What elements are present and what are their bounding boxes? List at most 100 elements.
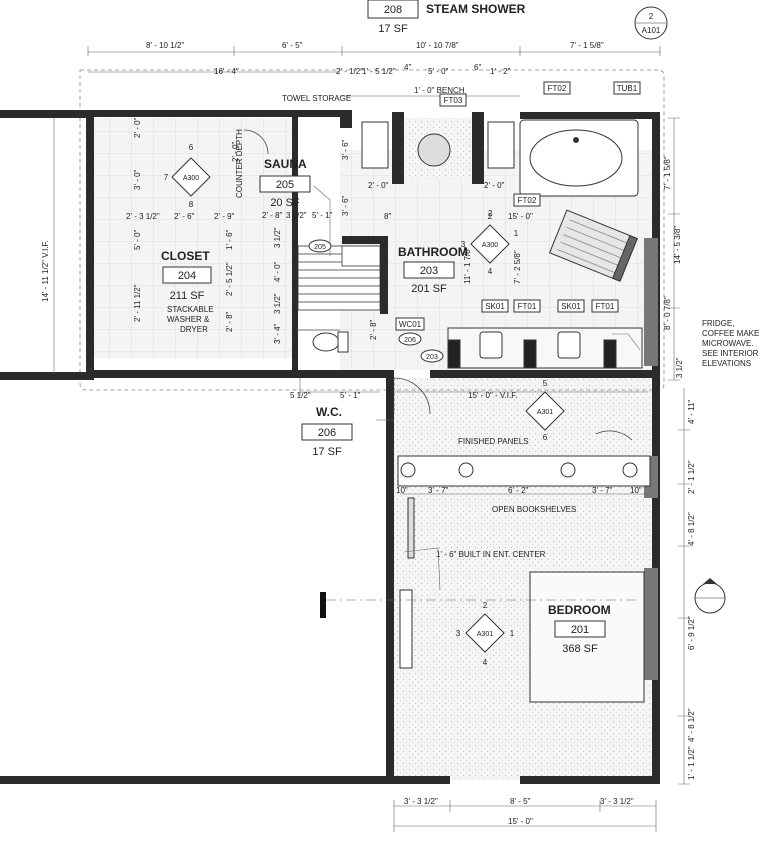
dim-text: 2' - 0" [368, 181, 389, 190]
note-fridge: MICROWAVE. [702, 339, 754, 348]
vif-outline [79, 69, 665, 391]
elevation-number: 6 [543, 433, 548, 442]
dim-text: 8' - 0 7/8" [663, 296, 672, 330]
dim-text: 15' - 0" [508, 817, 533, 826]
note-stackable: STACKABLE [167, 305, 214, 314]
bathroom-number: 203 [420, 265, 438, 277]
dim-text: 2' - 0" [133, 117, 142, 138]
dim-text: 2' - 3 1/2" [126, 212, 160, 221]
tag-box [481, 299, 509, 313]
closet-number-box [162, 266, 212, 284]
sheet-reference-sheet: A101 [642, 26, 661, 35]
dim-text: 6' - 2" [508, 486, 529, 495]
section-cut-bar [320, 592, 326, 618]
dim-text: 2' - 9" [214, 212, 235, 221]
closet-name: CLOSET [161, 249, 210, 263]
dim-text: 10" [630, 486, 642, 495]
note-fridge: FRIDGE, [702, 319, 734, 328]
elevation-number: 7 [164, 173, 169, 182]
dim-text: 3 1/2" [273, 227, 282, 248]
dim-text: 14' - 5 3/8" [673, 226, 682, 264]
sauna-number: 205 [276, 179, 294, 191]
dim-text: 3' - 0" [133, 169, 142, 190]
note-vif-left: 14' - 11 1/2" V.I.F. [41, 240, 50, 302]
dim-text: 5' - 1" [340, 391, 361, 400]
elevation-number: 6 [189, 143, 194, 152]
sauna-bench [297, 245, 381, 311]
elevation-number: 2 [488, 212, 493, 221]
dim-text: 11' - 1 7/8" [463, 246, 472, 284]
tag-ft01: FT01 [518, 302, 537, 311]
dim-text: 7' - 1 5/8" [570, 41, 604, 50]
dim-text: 1' - 6" [225, 229, 234, 250]
elevation-marker-a300-closet: A300 6 7 8 [164, 143, 211, 209]
door-tag-outline [398, 332, 422, 346]
tag-box [439, 93, 467, 107]
wc-number: 206 [318, 427, 336, 439]
dim-text: 5' - 0" [133, 229, 142, 250]
note-counter-depth: COUNTER DEPTH [235, 129, 244, 198]
note-stackable: DRYER [180, 325, 208, 334]
dim-text: 8' - 5" [510, 797, 531, 806]
tag-ft01: FT01 [596, 302, 615, 311]
bathroom-name: BATHROOM [398, 245, 468, 259]
elevation-number: 3 [461, 240, 466, 249]
tag-box [513, 299, 541, 313]
dim-text: 2' - 0" [231, 141, 240, 162]
elevation-sheet-label: A300 [482, 242, 498, 249]
steam-shower-number-box [367, 0, 419, 19]
dim-text: 4' - 8 1/2" [687, 512, 696, 546]
dim-text: 4' - 11" [687, 400, 696, 424]
dim-text: 3' - 6" [341, 195, 350, 216]
elevation-number: 1 [510, 629, 515, 638]
door-tag-203: 203 [426, 354, 438, 361]
note-fridge: COFFEE MAKER [702, 329, 760, 338]
dim-text: 6' - 9 1/2" [687, 616, 696, 650]
dimension-lines [53, 46, 690, 832]
bedroom-area: 368 SF [562, 643, 598, 655]
dim-text: 3' - 3 1/2" [600, 797, 634, 806]
elevation-number: 1 [514, 229, 519, 238]
sauna-number-box [259, 175, 311, 193]
sheet-reference-number: 2 [649, 12, 654, 21]
dim-text: 1' - 1 1/2" [687, 746, 696, 780]
note-bench: 1' - 0" BENCH [414, 86, 465, 95]
bathroom-area: 201 SF [411, 283, 447, 295]
notes: TOWEL STORAGE 1' - 0" BENCH COUNTER DEPT… [41, 86, 760, 559]
tag-tub1: TUB1 [617, 84, 638, 93]
dim-text: 2' - 5 1/2" [225, 262, 234, 296]
note-fridge: ELEVATIONS [702, 359, 751, 368]
dim-text: 2' - 8" [225, 311, 234, 332]
tag-box [591, 299, 619, 313]
closet-area: 211 SF [170, 290, 205, 302]
tag-box [543, 81, 571, 95]
tag-sk01: SK01 [485, 302, 505, 311]
tag-wc01: WC01 [399, 320, 422, 329]
dim-text: 3 1/2" [286, 211, 307, 220]
elevation-marker-a301-top: A301 5 6 [525, 379, 565, 442]
note-built-in: 1' - 6" BUILT IN ENT. CENTER [436, 550, 546, 559]
fixture-tags: FT03 FT02 TUB1 FT02 SK01 FT01 SK01 FT01 … [308, 81, 641, 363]
built-ins [397, 455, 651, 703]
dim-text: 6" [474, 63, 481, 72]
elevation-number: 8 [189, 200, 194, 209]
bedroom-name: BEDROOM [548, 603, 611, 617]
elevation-number: 3 [456, 629, 461, 638]
steam-shower-name: STEAM SHOWER [426, 2, 526, 16]
dim-text: 3' - 3 1/2" [404, 797, 438, 806]
elevation-number: 2 [483, 601, 488, 610]
dimension-text: 8' - 10 1/2" 6' - 5" 10' - 10 7/8" 7' - … [126, 41, 696, 826]
tag-sk01: SK01 [561, 302, 581, 311]
dim-text: 6' - 5" [282, 41, 303, 50]
dim-text: 2' - 6" [174, 212, 195, 221]
wc-area: 17 SF [312, 446, 342, 458]
section-marker [694, 578, 726, 614]
steam-shower-number: 208 [384, 4, 402, 16]
dim-text: 3 1/2" [273, 293, 282, 314]
dim-text: 3' - 7" [592, 486, 613, 495]
doors [243, 129, 633, 441]
note-finished-panels: FINISHED PANELS [458, 437, 529, 446]
dim-text: 2' - 0" [484, 181, 505, 190]
bedroom-number-box [554, 620, 606, 638]
